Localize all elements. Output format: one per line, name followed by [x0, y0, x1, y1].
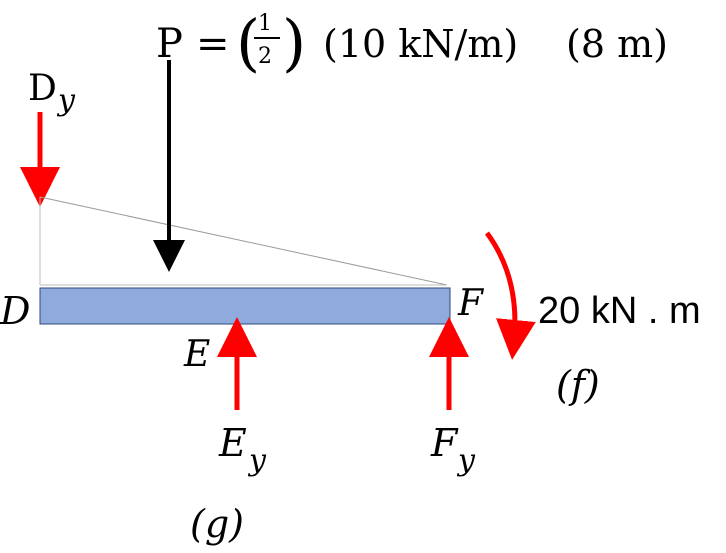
- equation-equals: =: [196, 21, 230, 67]
- fraction-open-paren: (: [236, 6, 260, 79]
- fraction-close-paren: ): [282, 6, 306, 79]
- beam: [39, 287, 451, 325]
- point-label-f: F: [457, 283, 485, 324]
- reaction-label-fy: F y: [430, 421, 476, 478]
- reaction-label-ey: E y: [218, 421, 267, 478]
- point-label-e: E: [183, 334, 210, 375]
- reaction-label-dy: D y: [28, 68, 76, 118]
- moment-arrow: [484, 231, 536, 360]
- moment-value: 20 kN . m: [538, 290, 701, 332]
- svg-text:y: y: [56, 83, 76, 118]
- figure-label-f: (f): [556, 363, 600, 407]
- equation-term-intensity: (10 kN/m): [323, 22, 518, 66]
- load-equation: P = ( 1 2 ) (10 kN/m) (8 m): [156, 6, 668, 79]
- triangular-load-outline: [39, 196, 448, 286]
- svg-text:y: y: [247, 443, 267, 478]
- point-label-d: D: [0, 289, 30, 333]
- fraction-numerator: 1: [258, 11, 272, 36]
- svg-text:y: y: [456, 443, 476, 478]
- svg-text:F: F: [430, 421, 459, 465]
- figure-label-g: (g): [190, 502, 244, 546]
- equation-lhs: P: [156, 21, 183, 67]
- fraction-denominator: 2: [258, 44, 272, 69]
- svg-text:D: D: [28, 68, 57, 109]
- equation-term-length: (8 m): [566, 22, 668, 66]
- svg-text:E: E: [218, 421, 247, 465]
